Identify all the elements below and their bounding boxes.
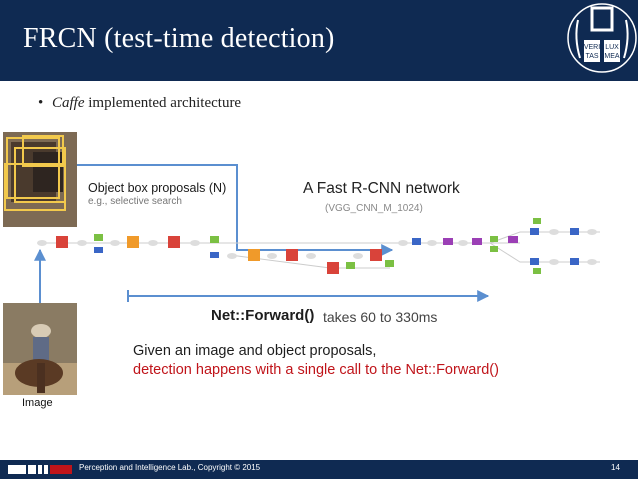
forward-time-label: takes 60 to 330ms: [323, 309, 438, 325]
proposals-photo: [3, 132, 77, 227]
footer-copyright: Perception and Intelligence Lab., Copyri…: [79, 463, 261, 472]
svg-text:MEA: MEA: [604, 53, 620, 60]
university-seal-logo: VERI TAS LUX MEA: [567, 3, 637, 73]
object-proposals-label: Object box proposals (N): [88, 181, 227, 195]
bullet-emphasis: Caffe: [52, 95, 85, 111]
network-title: A Fast R-CNN network: [303, 180, 460, 197]
slide-title: FRCN (test-time detection): [23, 23, 335, 54]
footer-bar: [0, 460, 638, 479]
lab-logo: [8, 465, 72, 474]
detection-text: detection happens with a single call to …: [133, 362, 499, 378]
network-layer-nodes: [37, 218, 597, 274]
image-label: Image: [22, 397, 53, 409]
title-bar: [0, 0, 638, 81]
svg-text:LUX: LUX: [605, 44, 619, 51]
forward-call-label: Net::Forward(): [211, 307, 315, 324]
given-text: Given an image and object proposals,: [133, 343, 377, 359]
svg-text:VERI: VERI: [584, 44, 600, 51]
network-model-label: (VGG_CNN_M_1024): [325, 203, 423, 214]
svg-text:TAS: TAS: [585, 53, 598, 60]
bullet-item: • Caffe implemented architecture: [38, 95, 241, 112]
page-number: 14: [611, 463, 620, 472]
bullet-text: implemented architecture: [84, 95, 242, 111]
bullet-dot-icon: •: [38, 95, 44, 111]
input-photo: [3, 303, 77, 395]
proposals-arrow: [77, 164, 394, 256]
object-proposals-sublabel: e.g., selective search: [88, 196, 182, 207]
